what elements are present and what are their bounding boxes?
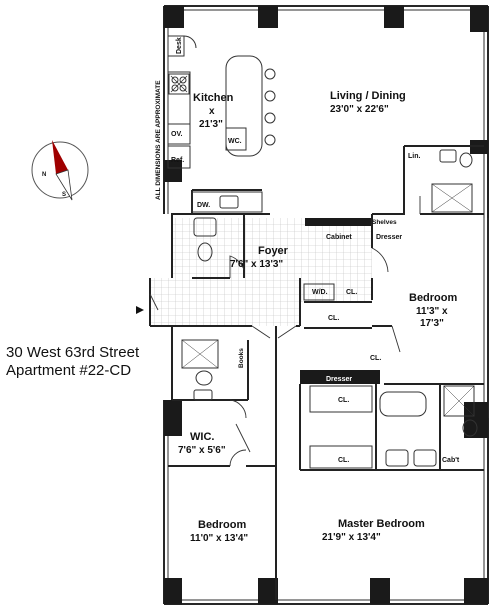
sink-icon <box>193 389 213 401</box>
shower-icon <box>181 339 219 369</box>
stool-icon <box>264 112 276 124</box>
closet <box>309 445 373 469</box>
books-label: Books <box>238 348 245 368</box>
address-block: 30 West 63rd Street Apartment #22-CD <box>6 344 139 380</box>
bedroom-right-dim2: 17'3" <box>420 318 444 329</box>
disclaimer: ALL DIMENSIONS ARE APPROXIMATE <box>155 80 162 200</box>
kitchen-island <box>225 55 263 157</box>
kitchen-name: Kitchen <box>193 92 234 104</box>
compass-south: S <box>62 192 66 198</box>
address-line-1: 30 West 63rd Street <box>6 344 140 361</box>
shower-icon <box>431 183 473 213</box>
bathtub-icon <box>379 391 427 417</box>
wine-cooler-label: WC. <box>228 138 242 145</box>
wic-dim: 7'6" x 5'6" <box>178 445 226 456</box>
master-closet-2-label: CL. <box>338 457 349 464</box>
kitchen-fixtures <box>167 35 276 213</box>
compass-icon: N S <box>31 140 89 201</box>
sink-icon <box>219 195 239 209</box>
laundry-closet-label: CL. <box>346 289 357 296</box>
oven-label: OV. <box>171 131 182 138</box>
cabinet-label: Cabinet <box>326 234 352 241</box>
stool-icon <box>264 90 276 102</box>
master-name: Master Bedroom <box>338 518 425 530</box>
compass-north: N <box>42 172 46 178</box>
stool-icon <box>264 68 276 80</box>
kitchen-x: x <box>209 106 215 117</box>
toilet-icon <box>459 152 473 168</box>
stool-icon <box>264 134 276 146</box>
bedroom-right-name: Bedroom <box>409 292 458 304</box>
toilet-icon <box>195 370 213 386</box>
living-name: Living / Dining <box>330 90 406 102</box>
kitchen-dim: 21'3" <box>199 119 223 130</box>
bath-fixtures <box>181 149 478 469</box>
dresser-top-label: Dresser <box>376 234 402 241</box>
foyer-closet-label: CL. <box>328 315 339 322</box>
toilet-icon <box>462 419 478 437</box>
refrigerator-label: Ref. <box>171 157 184 164</box>
washer-dryer <box>303 283 335 301</box>
room-labels: Kitchen x 21'3" Living / Dining 23'0" x … <box>178 90 458 544</box>
tiled-floors <box>150 218 372 326</box>
cabinet-bath-label: Cab't <box>442 457 460 464</box>
closet <box>309 385 373 413</box>
foyer-name: Foyer <box>258 245 289 257</box>
foyer-dim: 7'6" x 13'3" <box>230 259 283 270</box>
sink-icon <box>439 149 457 163</box>
wic-name: WIC. <box>190 431 214 443</box>
sink-icon <box>385 449 409 467</box>
shower-icon <box>443 385 475 417</box>
stove-icon <box>168 73 190 95</box>
toilet-icon <box>197 242 213 262</box>
columns <box>164 6 488 604</box>
interior-walls <box>150 145 484 600</box>
living-dim: 23'0" x 22'6" <box>330 104 389 115</box>
shelves-label: Shelves <box>372 219 397 226</box>
desk-label: Desk <box>176 37 183 54</box>
entry-arrow-icon <box>136 306 144 314</box>
dishwasher-label: DW. <box>197 202 210 209</box>
washer-dryer-label: W/D. <box>312 289 328 296</box>
linen-label: Lin. <box>408 153 420 160</box>
bedroom-right-dim1: 11'3" x <box>416 306 448 317</box>
sink-icon <box>413 449 437 467</box>
fixture-labels: Desk OV. Ref. WC. DW. Lin. Shelves Cabin… <box>171 37 460 464</box>
dresser-master-label: Dresser <box>326 376 352 383</box>
address-line-2: Apartment #22-CD <box>6 362 132 379</box>
bedroom-closet-label: CL. <box>370 355 381 362</box>
bedroom-left-dim: 11'0" x 13'4" <box>190 533 248 544</box>
windows <box>163 5 489 605</box>
doors <box>149 196 421 467</box>
master-dim: 21'9" x 13'4" <box>322 532 381 543</box>
master-closet-1-label: CL. <box>338 397 349 404</box>
bedroom-left-name: Bedroom <box>198 519 247 531</box>
sink-icon <box>193 217 217 237</box>
